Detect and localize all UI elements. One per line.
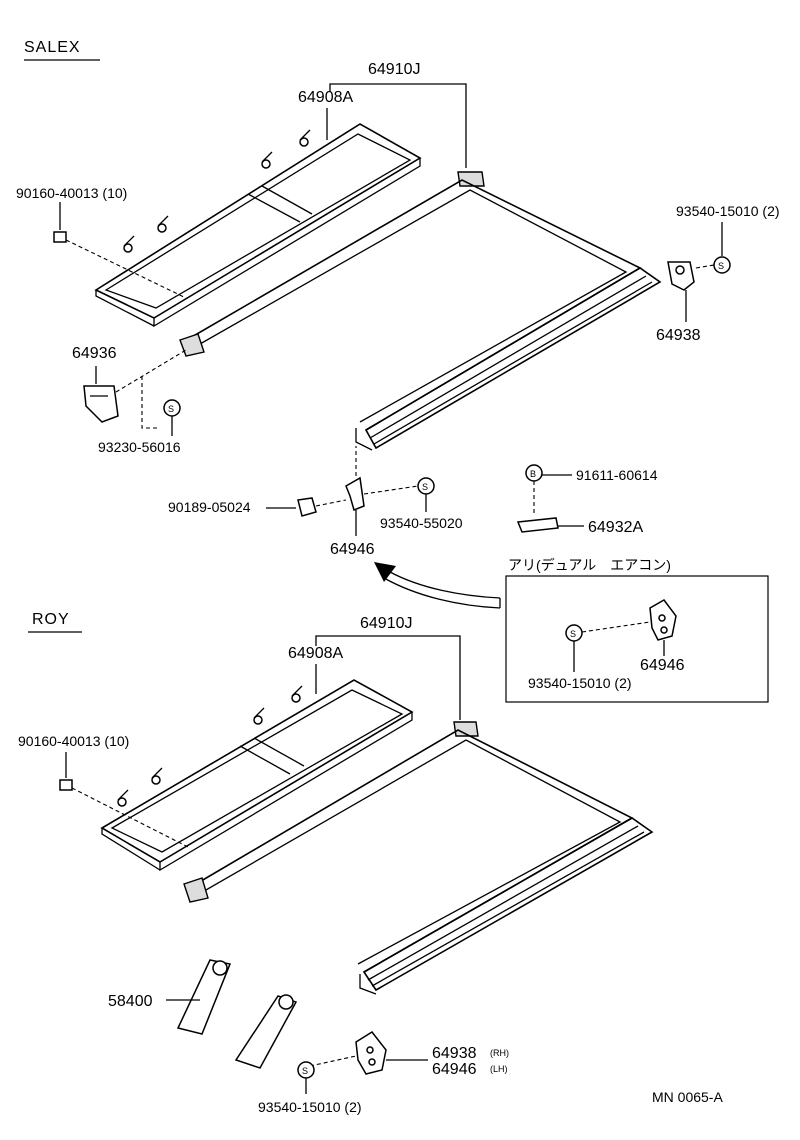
option-label-93540: 93540-15010 (2) xyxy=(528,675,632,691)
salex-part-64946 xyxy=(345,476,365,512)
option-box xyxy=(505,575,769,703)
roy-label-64908a: 64908A xyxy=(288,645,343,662)
salex-label-64908a: 64908A xyxy=(298,89,353,106)
option-dash xyxy=(581,621,651,633)
salex-part-64936 xyxy=(83,385,119,423)
roy-label-lh: (LH) xyxy=(490,1064,508,1074)
salex-part-64938 xyxy=(667,261,695,291)
roy-part-64938-64946 xyxy=(355,1031,387,1075)
roy-bracket-panel xyxy=(100,679,414,872)
salex-label-90160: 90160-40013 (10) xyxy=(16,185,127,201)
salex-leader-64910j xyxy=(329,83,467,168)
salex-part-90189 xyxy=(297,497,317,517)
roy-tonneau-cover xyxy=(183,721,654,995)
salex-dash-93540-55020 xyxy=(363,485,419,495)
roy-label-58400: 58400 xyxy=(108,993,153,1010)
option-label-64946: 64946 xyxy=(640,657,685,674)
salex-label-91611: 91611-60614 xyxy=(576,467,658,483)
salex-leader-dash-1 xyxy=(695,264,715,269)
roy-label-90160: 90160-40013 (10) xyxy=(18,733,129,749)
roy-label-64910j: 64910J xyxy=(360,615,413,632)
option-title: アリ(デュアル エアコン) xyxy=(508,557,671,573)
salex-label-64938: 64938 xyxy=(656,327,701,344)
salex-label-90189: 90189-05024 xyxy=(168,499,251,515)
roy-label-93540: 93540-15010 (2) xyxy=(258,1099,362,1115)
roy-leader-64910j xyxy=(315,635,461,720)
option-arrow xyxy=(374,562,501,609)
salex-bracket-panel xyxy=(94,123,422,328)
roy-label-rh: (RH) xyxy=(490,1048,509,1058)
diagram-code: MN 0065-A xyxy=(652,1089,723,1105)
salex-sym-s-2: S xyxy=(168,404,174,414)
salex-label-64936: 64936 xyxy=(72,345,117,362)
roy-sym-s: S xyxy=(302,1066,308,1076)
salex-label-93540-15010: 93540-15010 (2) xyxy=(676,203,780,219)
roy-dash-93540 xyxy=(309,1055,357,1067)
salex-sym-s-1: S xyxy=(718,261,724,271)
salex-label-64932a: 64932A xyxy=(588,519,643,536)
option-sym-s: S xyxy=(570,629,576,639)
roy-strap-right xyxy=(234,994,298,1069)
salex-tonneau-cover xyxy=(179,171,662,451)
roy-label-64938: 64938 xyxy=(432,1045,477,1062)
salex-dash-93230 xyxy=(141,376,160,429)
roy-screw-90160 xyxy=(59,779,191,849)
salex-sym-s-3: S xyxy=(422,482,428,492)
salex-screw-90160 xyxy=(53,231,187,299)
salex-label-64946: 64946 xyxy=(330,541,375,558)
salex-part-64932a xyxy=(516,517,559,533)
salex-screw-symbol-s-1 xyxy=(713,256,731,274)
roy-strap-left xyxy=(176,959,232,1035)
salex-heading: SALEX xyxy=(24,39,81,56)
salex-label-93540-55020: 93540-55020 xyxy=(380,515,463,531)
salex-dash-64936 xyxy=(115,349,187,393)
roy-heading: ROY xyxy=(32,611,70,628)
salex-sym-b: B xyxy=(530,469,536,479)
salex-dash-90189 xyxy=(315,499,347,507)
roy-label-64946: 64946 xyxy=(432,1061,477,1078)
option-part-64946 xyxy=(649,599,677,641)
salex-label-93230: 93230-56016 xyxy=(98,439,181,455)
salex-label-64910j: 64910J xyxy=(368,61,421,78)
